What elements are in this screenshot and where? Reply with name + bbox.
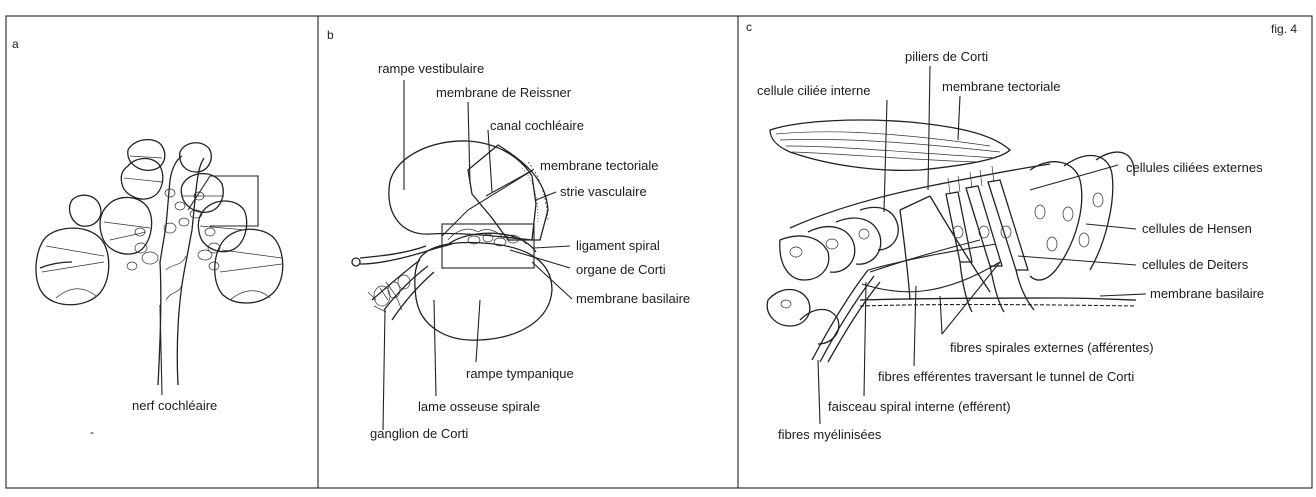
panel-b: b xyxy=(327,28,690,441)
piliers-corti-label: piliers de Corti xyxy=(905,49,988,64)
membrane-tectoriale-label-c: membrane tectoriale xyxy=(942,79,1061,94)
membrane-basilaire-label-b: membrane basilaire xyxy=(576,291,690,306)
canal-cochleaire-label: canal cochléaire xyxy=(490,118,584,133)
svg-text:-: - xyxy=(90,425,94,439)
cochlear-duct-drawing xyxy=(352,141,552,340)
cellules-ciliees-externes-label: cellules ciliées externes xyxy=(1126,160,1263,175)
rampe-tympanique-label: rampe tympanique xyxy=(466,366,574,381)
figure-number: fig. 4 xyxy=(1271,22,1297,36)
panel-c-letter: c xyxy=(746,20,752,34)
fibres-spirales-externes-label: fibres spirales externes (afférentes) xyxy=(950,340,1154,355)
fibres-efferentes-label: fibres efférentes traversant le tunnel d… xyxy=(878,369,1134,384)
rampe-vestibulaire-label: rampe vestibulaire xyxy=(378,61,484,76)
membrane-reissner-label: membrane de Reissner xyxy=(436,85,572,100)
membrane-tectoriale-label-b: membrane tectoriale xyxy=(540,158,659,173)
strie-vasculaire-label: strie vasculaire xyxy=(560,184,647,199)
organ-of-corti-drawing xyxy=(767,120,1136,362)
panel-a-letter: a xyxy=(12,37,19,51)
fibres-myelinisees-label: fibres myélinisées xyxy=(778,427,882,442)
organe-corti-label: organe de Corti xyxy=(576,262,666,277)
cellule-ciliee-interne-label: cellule ciliée interne xyxy=(757,83,870,98)
panel-b-letter: b xyxy=(327,28,334,42)
panel-a: a xyxy=(12,37,283,439)
cellules-hensen-label: cellules de Hensen xyxy=(1142,221,1252,236)
membrane-basilaire-label-c: membrane basilaire xyxy=(1150,286,1264,301)
nerf-cochleaire-label: nerf cochléaire xyxy=(132,398,217,413)
ganglion-corti-label: ganglion de Corti xyxy=(370,426,468,441)
faisceau-spiral-interne-label: faisceau spiral interne (efférent) xyxy=(828,399,1011,414)
lame-osseuse-spirale-label: lame osseuse spirale xyxy=(418,399,540,414)
cellules-deiters-label: cellules de Deiters xyxy=(1142,257,1249,272)
cochlea-cross-section-drawing xyxy=(36,140,283,385)
ligament-spiral-label: ligament spiral xyxy=(576,238,660,253)
panel-c: c xyxy=(746,20,1264,442)
